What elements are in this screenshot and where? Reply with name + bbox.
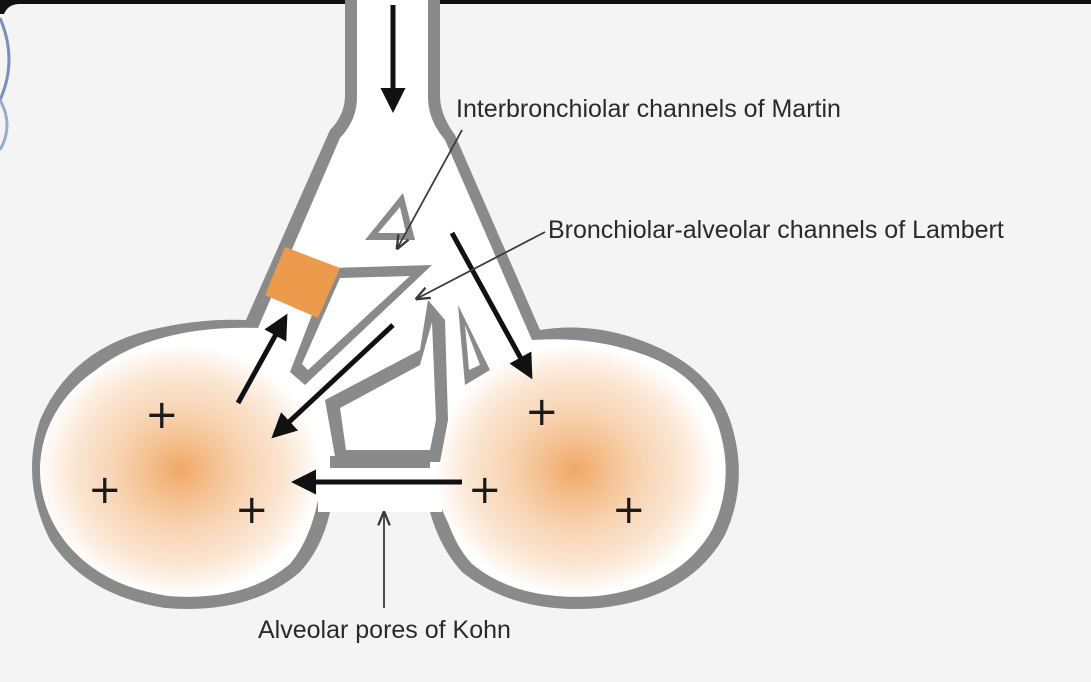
label-martin: Interbronchiolar channels of Martin — [456, 95, 841, 123]
charge-right-1: + — [525, 389, 559, 435]
charge-right-3: + — [612, 487, 646, 533]
label-kohn: Alveolar pores of Kohn — [258, 616, 511, 644]
charge-left-3: + — [235, 487, 269, 533]
charge-left-1: + — [145, 392, 179, 438]
label-lambert: Bronchiolar-alveolar channels of Lambert — [548, 216, 1004, 244]
charge-right-2: + — [468, 467, 502, 513]
charge-left-2: + — [88, 467, 122, 513]
top-frame-border — [0, 0, 1091, 14]
kohn-bridge — [318, 500, 442, 512]
edge-circle-fragment — [0, 18, 9, 100]
edge-circle-fragment-2 — [0, 100, 7, 150]
alveolus-left — [40, 345, 320, 595]
